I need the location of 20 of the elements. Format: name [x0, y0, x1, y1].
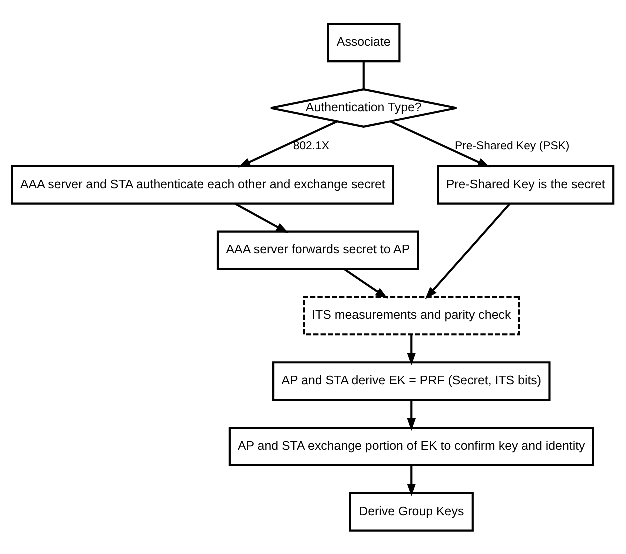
arrow	[234, 202, 289, 233]
connector	[362, 61, 365, 89]
node-box: AAA server and STA authenticate each other and exchange secret	[11, 164, 394, 204]
arrow	[238, 120, 338, 168]
node-box: AP and STA derive EK = PRF (Secret, ITS bits)	[272, 361, 551, 401]
arrow	[425, 202, 511, 299]
edge-label: 802.1X	[293, 140, 330, 152]
node-box: Derive Group Keys	[349, 492, 474, 532]
arrow	[407, 465, 416, 496]
node-diamond: Authentication Type?	[270, 88, 458, 128]
node-box: AP and STA exchange portion of EK to confirm key and identity	[228, 426, 594, 466]
node-box: AAA server forwards secret to AP	[216, 230, 420, 270]
arrow	[344, 268, 388, 298]
node-box: Pre-Shared Key is the secret	[437, 164, 615, 204]
node-box: Associate	[327, 22, 401, 62]
edge-label: Pre-Shared Key (PSK)	[454, 140, 570, 152]
arrow	[390, 120, 490, 168]
node-box: ITS measurements and parity check	[303, 296, 520, 336]
arrow	[407, 334, 416, 366]
arrow	[407, 400, 416, 431]
